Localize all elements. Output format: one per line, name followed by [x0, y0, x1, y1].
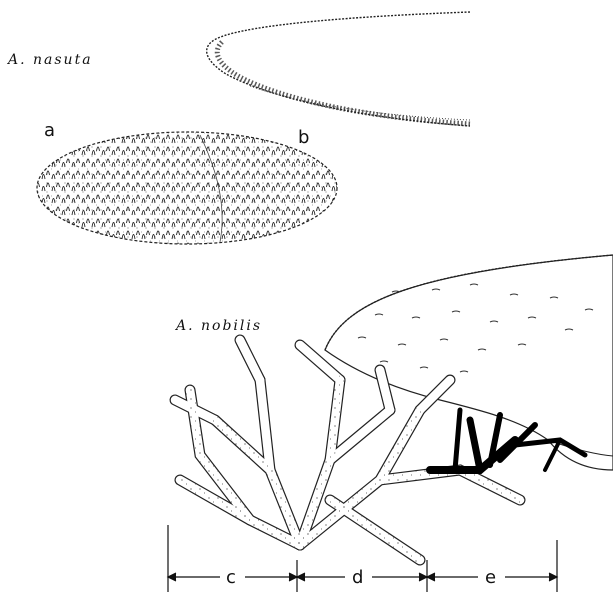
species-label-nobilis: A. nobilis [174, 318, 262, 334]
measure-label-d: d [352, 567, 363, 588]
panel-a-letter: a [44, 120, 55, 141]
panel-b-letter: b [298, 127, 309, 148]
species-label-nasuta: A. nasuta [6, 52, 93, 68]
nasuta-side-profile [207, 12, 470, 126]
measure-label-c: c [226, 567, 236, 588]
nasuta-top-view [37, 132, 337, 244]
measure-label-e: e [485, 567, 496, 588]
host-coral-mound [325, 255, 613, 470]
